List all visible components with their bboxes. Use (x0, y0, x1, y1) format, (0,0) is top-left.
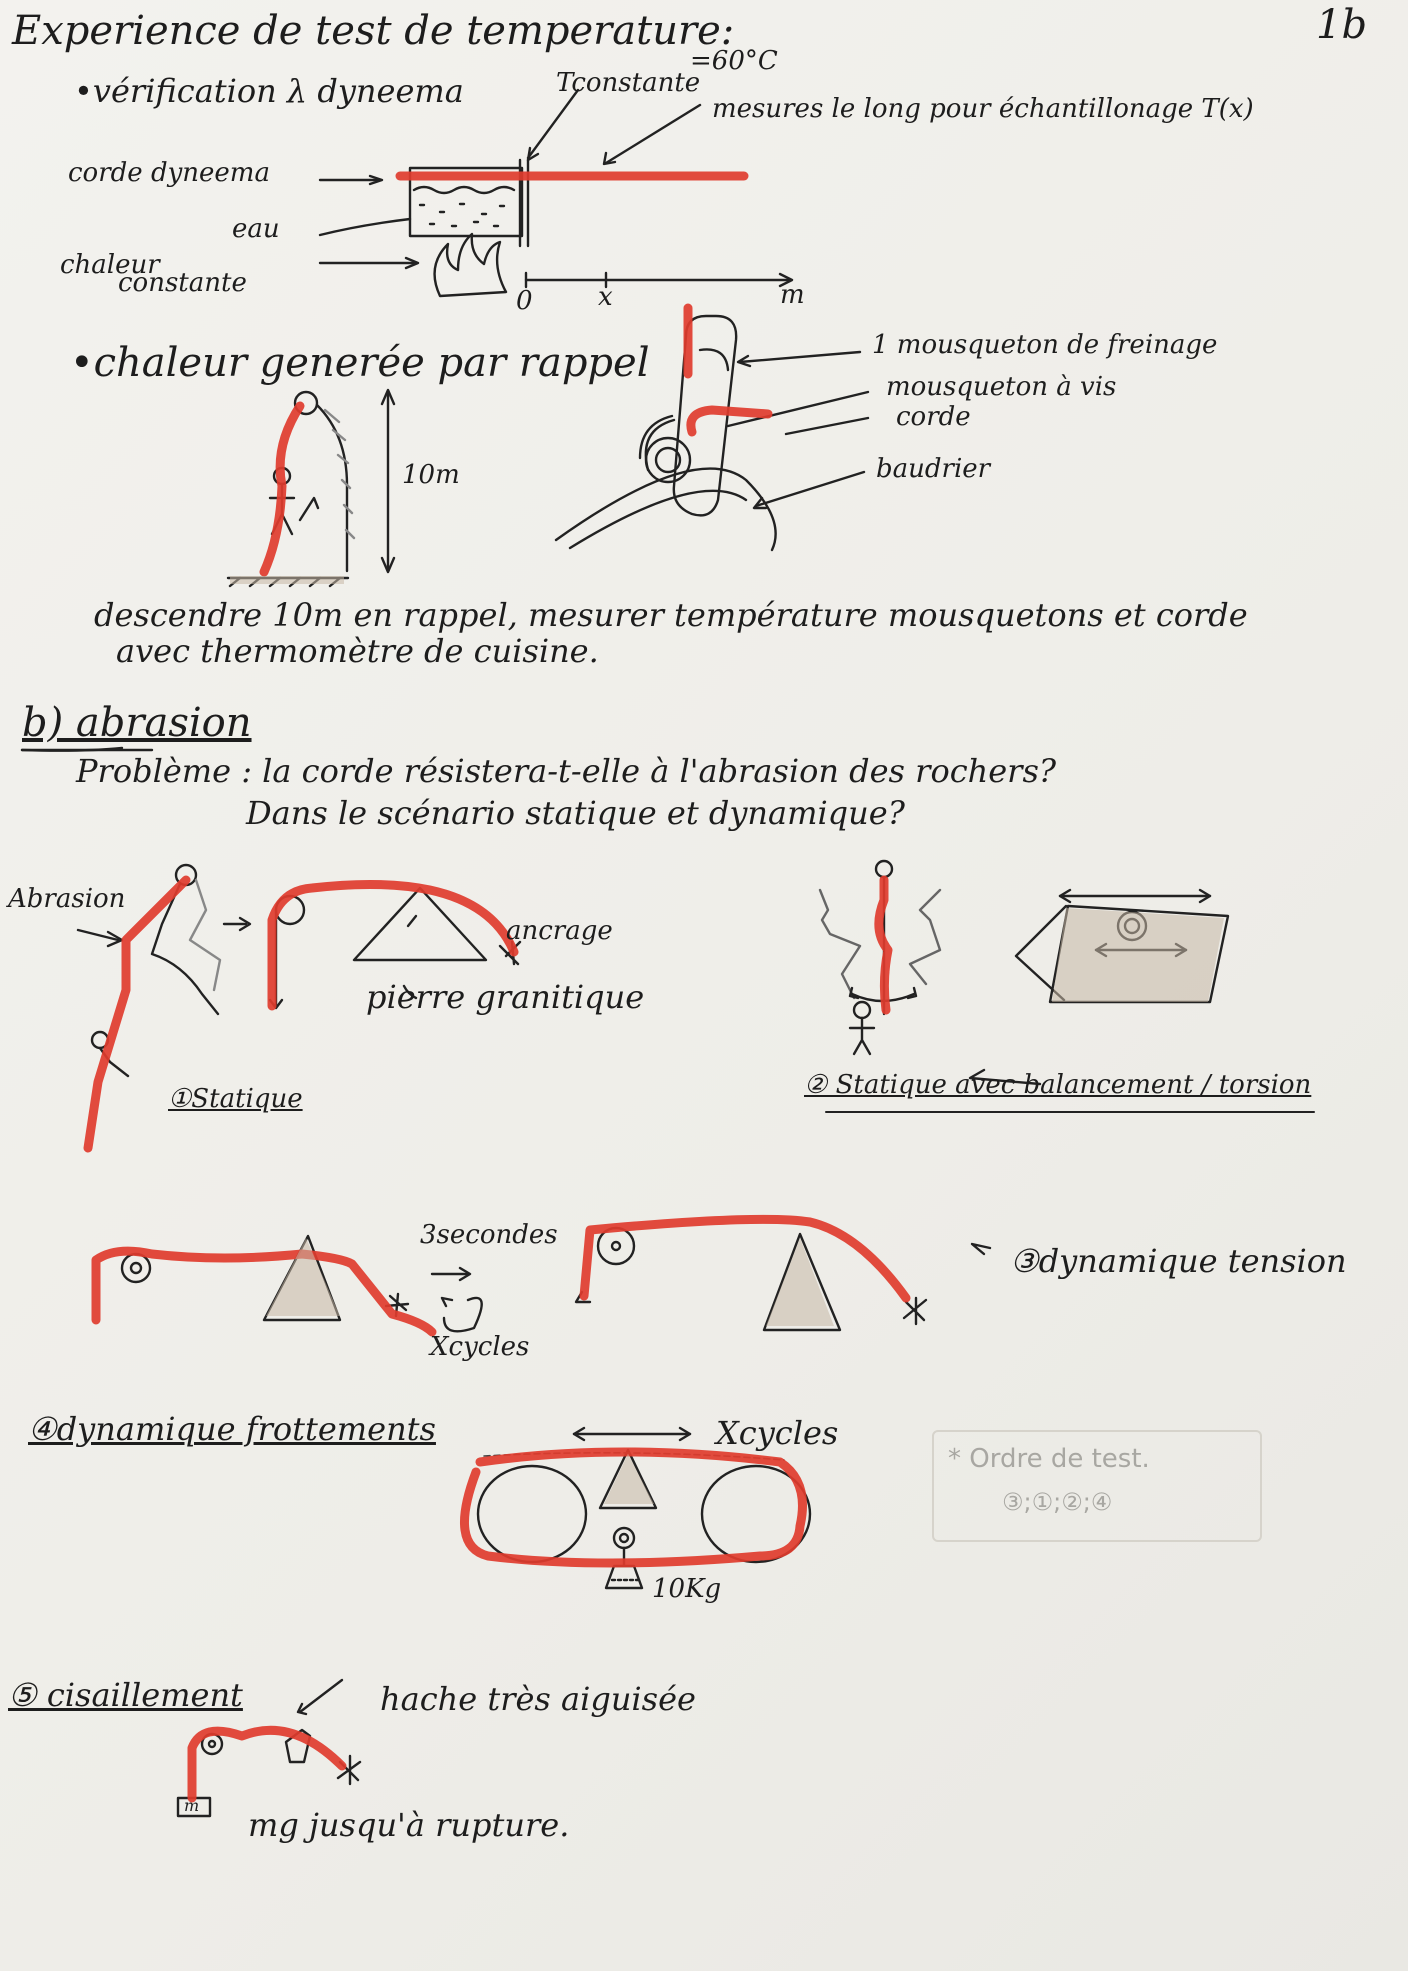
rope-scenario-1 (83, 875, 191, 1153)
page-mark: 1b (1316, 2, 1368, 48)
weight-label: 10Kg (652, 1574, 722, 1604)
abrasion-label: Abrasion (8, 884, 126, 914)
label-screw: mousqueton à vis (886, 372, 1117, 402)
hache-label: hache très aiguisée (380, 1680, 696, 1718)
desc-line-2: avec thermomètre de cuisine. (116, 632, 599, 670)
mg-label: mg jusqu'à rupture. (248, 1806, 570, 1844)
t-constant-value: =60°C (690, 46, 778, 76)
bath-diagram (318, 88, 794, 298)
dyn-friction-label: ④dynamique frottements (28, 1410, 436, 1448)
problem-line-2: Dans le scénario statique et dynamique? (246, 794, 905, 832)
three-seconds-label: 3secondes (420, 1220, 558, 1250)
section-b-heading: b) abrasion (22, 700, 252, 746)
rope-scenario-1b (267, 879, 519, 1011)
rope-carabiner (683, 303, 773, 437)
label-harness: baudrier (876, 454, 991, 484)
rope-scenario-2 (874, 875, 893, 1015)
dyn-tension-label: ③dynamique tension (1010, 1242, 1347, 1280)
statique-label: ①Statique (168, 1084, 303, 1114)
rope-tension-2 (579, 1214, 911, 1303)
test-order-box (932, 1430, 1262, 1542)
test-order-title: * Ordre de test. (948, 1444, 1150, 1474)
rope-shear (187, 1725, 347, 1803)
xcycles-label: Xcycles (430, 1332, 530, 1362)
axis-m: m (780, 280, 805, 310)
label-brake: 1 mousqueton de freinage (872, 330, 1218, 360)
label-heat-2: constante (118, 268, 247, 298)
axis-origin: 0 (516, 286, 533, 316)
rope-tension-1 (91, 1246, 437, 1337)
statique2-label: ② Statique avec balancement / torsion (804, 1070, 1312, 1100)
label-rope2: corde (896, 402, 971, 432)
label-water: eau (232, 214, 280, 244)
test-order-values: ③;①;②;④ (1002, 1488, 1113, 1516)
rope-rappel (259, 401, 305, 577)
rope-friction (460, 1447, 807, 1568)
t-constant-label: Tconstante (556, 68, 701, 98)
measure-note: mesures le long pour échantillonage T(x) (712, 94, 1254, 124)
label-rope: corde dyneema (68, 158, 270, 188)
section2-heading: •chaleur generée par rappel (70, 340, 650, 386)
label-heat-1: chaleur (60, 250, 160, 280)
section1-heading: •vérification λ dyneema (74, 72, 464, 110)
height-label: 10m (402, 460, 460, 490)
axis-x: x (598, 282, 613, 312)
problem-line-1: Problème : la corde résistera-t-elle à l… (76, 752, 1057, 790)
weight-box-label: m (184, 1796, 200, 1815)
ancrage-label: ancrage (506, 916, 613, 946)
page-title: Experience de test de temperature: (12, 8, 735, 54)
pierre-label: pierre granitique (366, 978, 645, 1016)
xcycle2-label: Xcycles (716, 1414, 839, 1452)
cisaillement-label: ⑤ cisaillement (8, 1676, 243, 1714)
desc-line-1: descendre 10m en rappel, mesurer tempéra… (94, 596, 1248, 634)
